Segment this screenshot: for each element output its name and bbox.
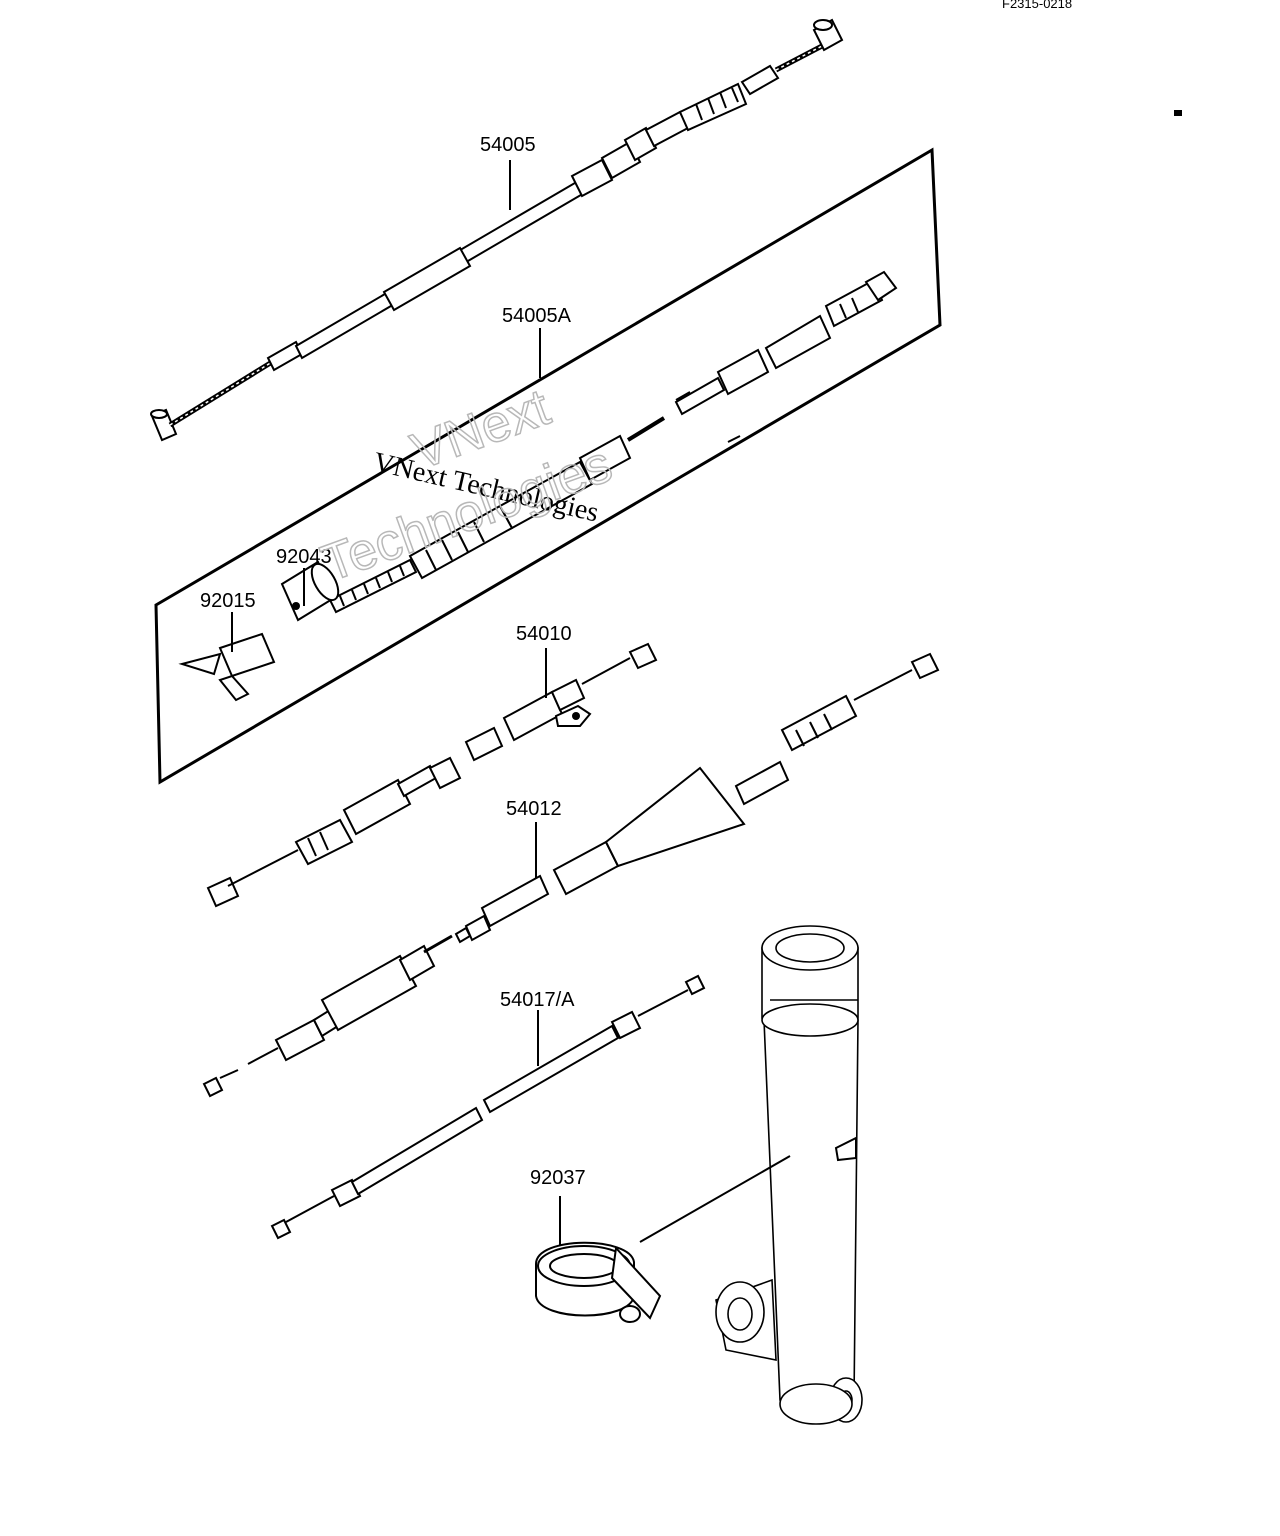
adjuster-nut-92043[interactable] bbox=[280, 560, 344, 622]
clutch-cable-54005A[interactable] bbox=[328, 270, 898, 614]
cable-clamp-92037[interactable] bbox=[535, 1241, 662, 1323]
part-label-92043: 92043 bbox=[276, 546, 332, 568]
part-label-92037: 92037 bbox=[530, 1167, 586, 1189]
part-label-54010: 54010 bbox=[516, 623, 572, 645]
throttle-cable-54012[interactable] bbox=[202, 652, 940, 1098]
leader-92037-to-fork bbox=[639, 1155, 791, 1243]
part-label-54005: 54005 bbox=[480, 134, 536, 156]
part-label-54012: 54012 bbox=[506, 798, 562, 820]
clutch-cable-54005[interactable] bbox=[150, 18, 844, 442]
part-label-54005A: 54005A bbox=[502, 305, 572, 327]
reference-code: F2315-0218 bbox=[1002, 0, 1072, 11]
margin-mark bbox=[1174, 110, 1182, 116]
throttle-cable-54010[interactable] bbox=[206, 642, 658, 908]
part-label-54017A: 54017/A bbox=[500, 989, 575, 1011]
wing-nut-92015[interactable] bbox=[178, 632, 276, 702]
fork-tube bbox=[715, 925, 863, 1425]
kit-outline-box bbox=[154, 147, 942, 785]
part-label-92015: 92015 bbox=[200, 590, 256, 612]
cable-54017A[interactable] bbox=[270, 974, 706, 1240]
